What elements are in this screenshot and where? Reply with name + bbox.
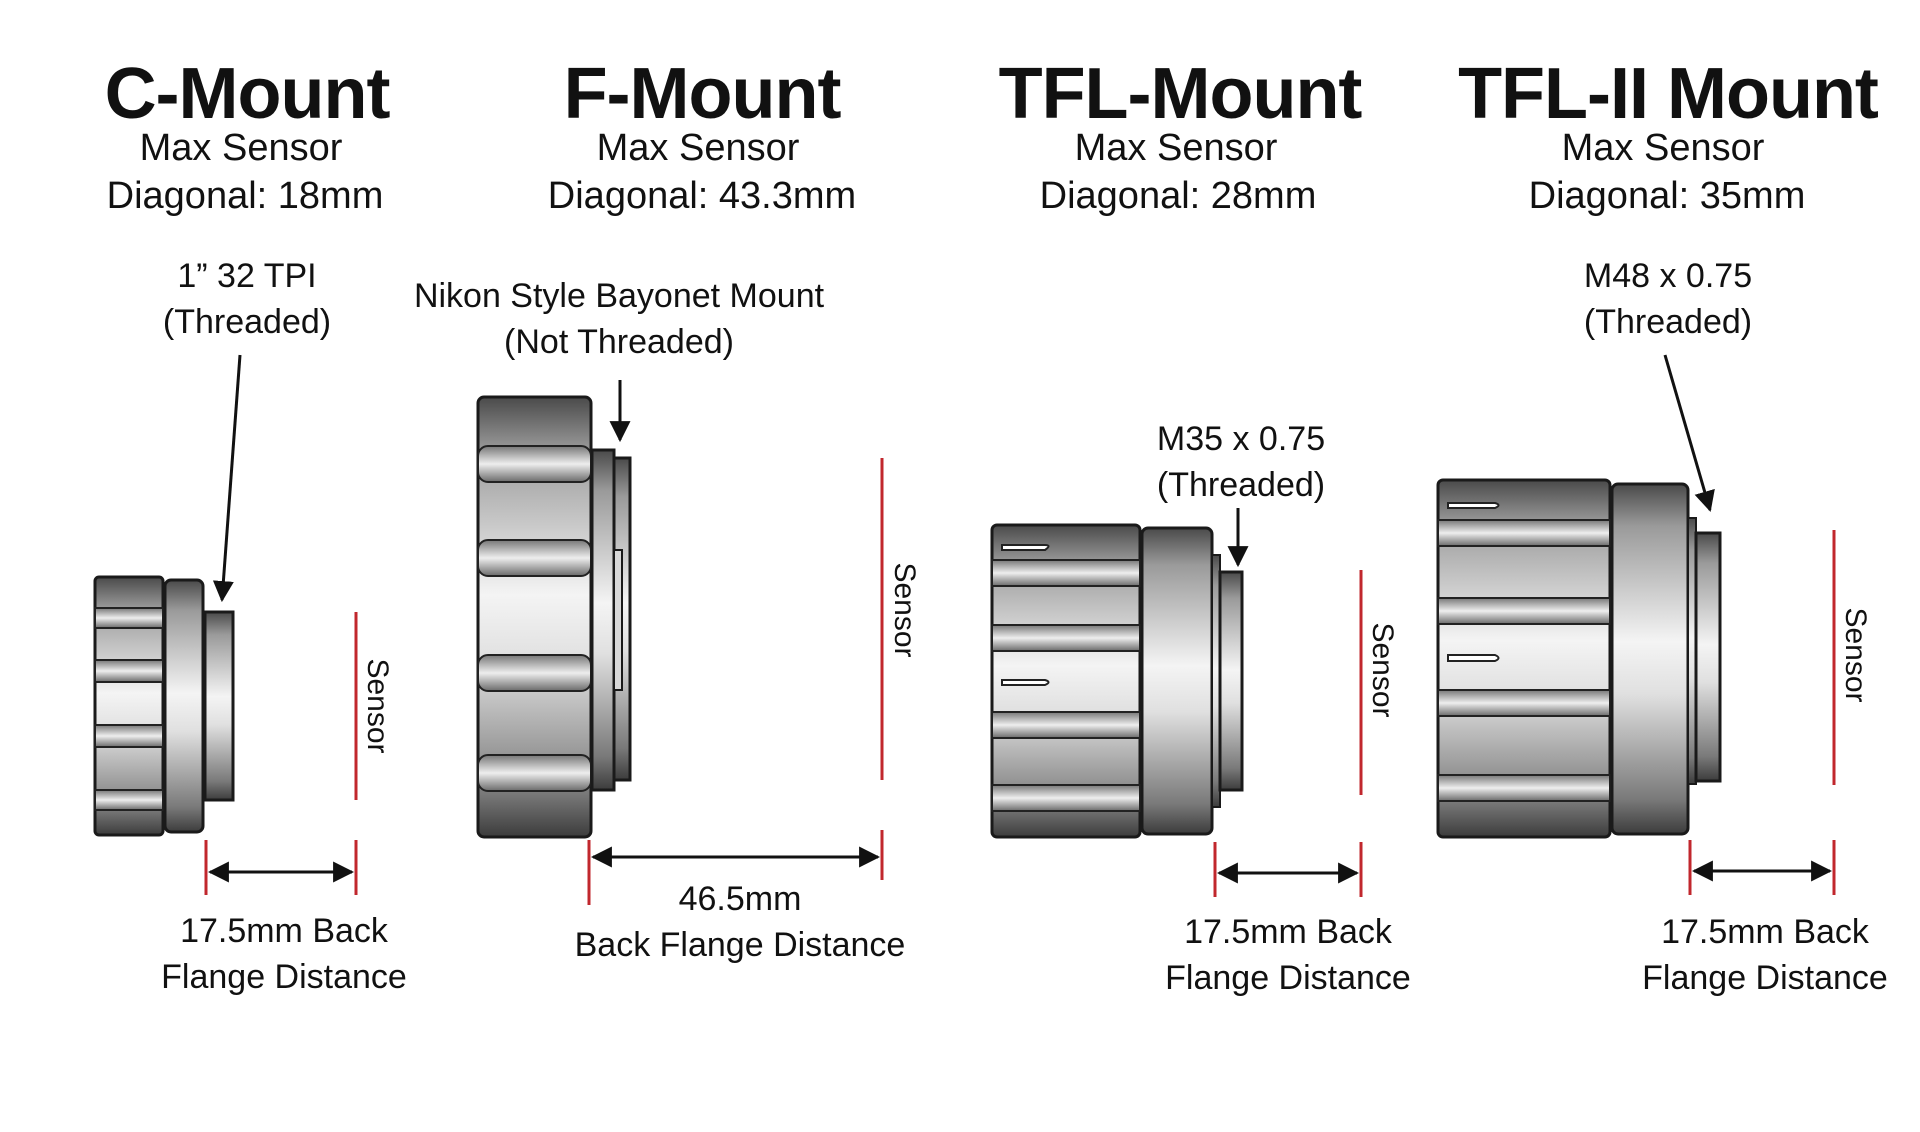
tfl-ii-mount-thread-note: (Threaded) — [1584, 303, 1752, 341]
tfl-ii-mount-sensor-diagonal: Diagonal: 35mm — [1529, 175, 1806, 217]
c-mount-distance-caption: Flange Distance — [161, 958, 407, 996]
tfl-mount-thread-spec: M35 x 0.75 — [1157, 420, 1325, 458]
f-mount-thread-spec: Nikon Style Bayonet Mount — [414, 277, 825, 315]
tfl-ii-mount-thread-spec: M48 x 0.75 — [1584, 257, 1752, 295]
c-mount-sensor-diagonal: Diagonal: 18mm — [107, 175, 384, 217]
f-mount-distance-value: 46.5mm — [679, 880, 802, 918]
c-mount-thread-arrow — [212, 354, 242, 603]
c-mount-lens-body — [93, 575, 235, 837]
tfl-mount-title: TFL-Mount — [999, 54, 1363, 134]
f-mount-group: F-Mount Max Sensor Diagonal: 43.3mm Niko… — [414, 54, 921, 964]
tfl-mount-lens-body — [990, 523, 1244, 839]
c-mount-group: C-Mount Max Sensor Diagonal: 18mm 1” 32 … — [93, 54, 407, 996]
f-mount-thread-note: (Not Threaded) — [504, 323, 734, 361]
tfl-ii-mount-distance-caption: Flange Distance — [1642, 959, 1888, 997]
tfl-mount-max-sensor-label: Max Sensor — [1075, 127, 1278, 169]
f-mount-title: F-Mount — [564, 54, 842, 134]
tfl-ii-mount-thread-arrow — [1663, 354, 1715, 513]
f-mount-max-sensor-label: Max Sensor — [597, 127, 800, 169]
tfl-ii-mount-title: TFL-II Mount — [1458, 54, 1879, 134]
tfl-ii-mount-max-sensor-label: Max Sensor — [1562, 127, 1765, 169]
c-mount-max-sensor-label: Max Sensor — [140, 127, 343, 169]
c-mount-distance-value: 17.5mm Back — [180, 912, 389, 950]
tfl-mount-group: TFL-Mount Max Sensor Diagonal: 28mm M35 … — [990, 54, 1411, 997]
c-mount-thread-spec: 1” 32 TPI — [177, 257, 316, 295]
c-mount-sensor-label: Sensor — [361, 658, 394, 753]
f-mount-sensor-label: Sensor — [888, 562, 921, 657]
f-mount-distance-caption: Back Flange Distance — [575, 926, 906, 964]
tfl-mount-distance-value: 17.5mm Back — [1184, 913, 1393, 951]
tfl-mount-sensor-diagonal: Diagonal: 28mm — [1040, 175, 1317, 217]
c-mount-title: C-Mount — [105, 54, 391, 134]
tfl-ii-mount-lens-body — [1436, 478, 1722, 839]
f-mount-sensor-diagonal: Diagonal: 43.3mm — [548, 175, 856, 217]
tfl-mount-distance-caption: Flange Distance — [1165, 959, 1411, 997]
c-mount-thread-note: (Threaded) — [163, 303, 331, 341]
f-mount-lens-body — [476, 395, 632, 839]
tfl-mount-sensor-label: Sensor — [1366, 622, 1399, 717]
tfl-mount-thread-note: (Threaded) — [1157, 466, 1325, 504]
tfl-ii-mount-group: TFL-II Mount Max Sensor Diagonal: 35mm M… — [1436, 54, 1888, 997]
tfl-ii-mount-sensor-label: Sensor — [1839, 607, 1872, 702]
tfl-ii-mount-distance-value: 17.5mm Back — [1661, 913, 1870, 951]
